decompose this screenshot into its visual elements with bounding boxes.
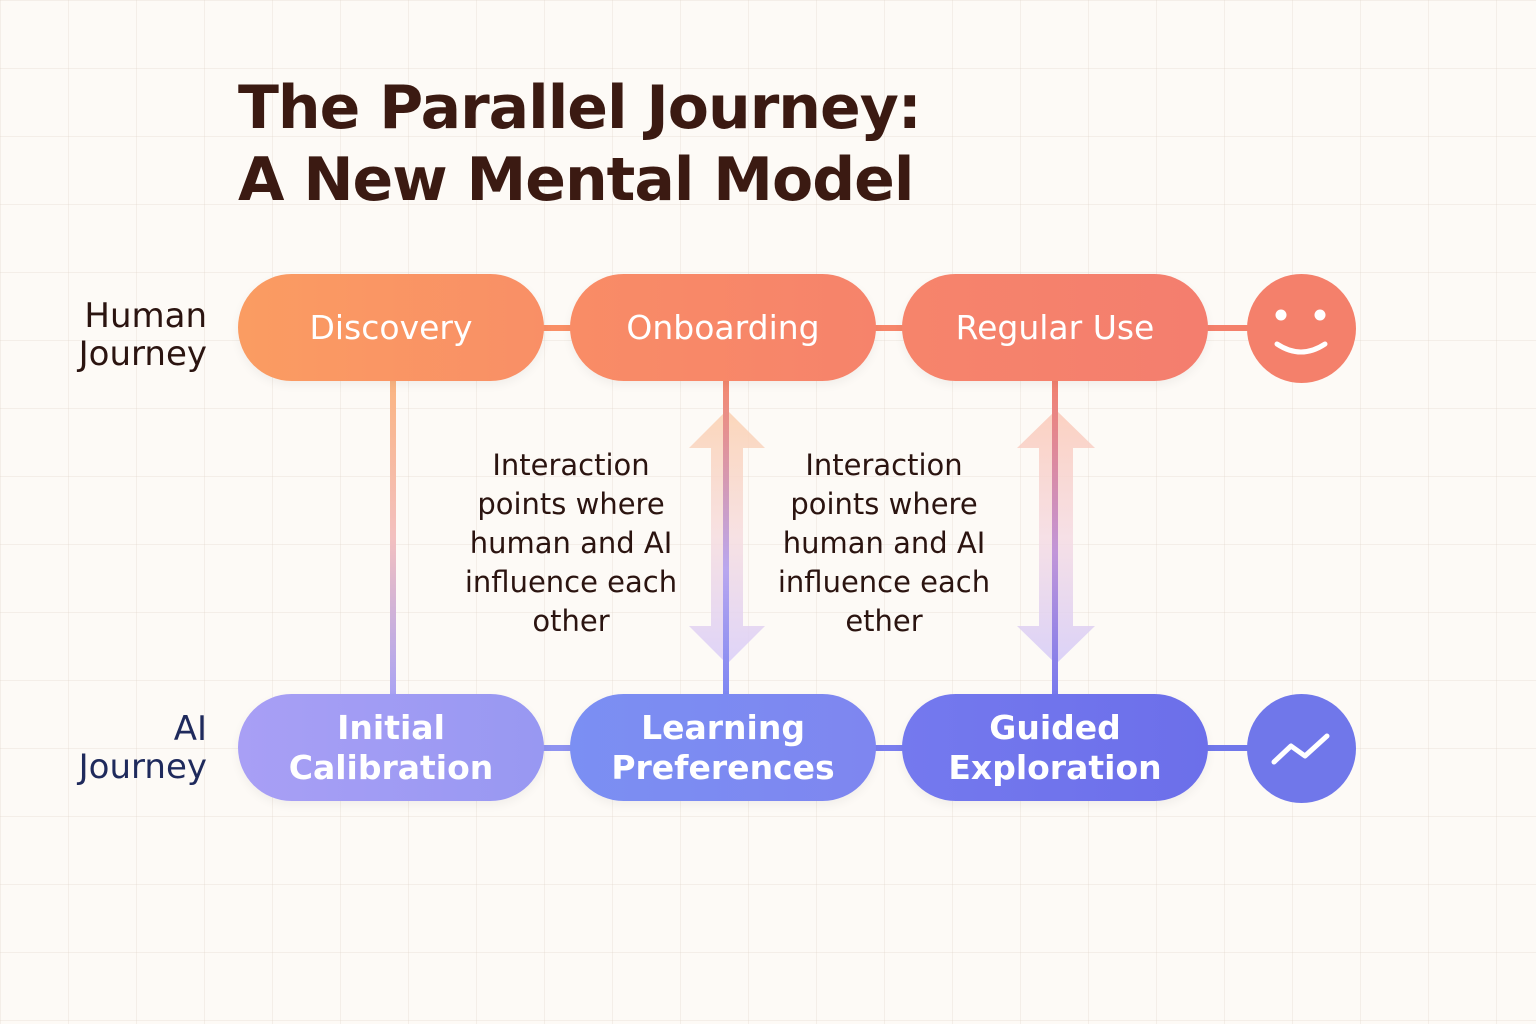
- vertical-link-2: [723, 376, 729, 698]
- diagram-title: The Parallel Journey: A New Mental Model: [238, 72, 922, 216]
- ai-connector-1: [540, 745, 574, 751]
- ai-journey-label: AI Journey: [79, 710, 207, 786]
- human-connector-1: [540, 325, 574, 331]
- note-line: points where: [477, 487, 665, 521]
- note-line: other: [532, 604, 610, 638]
- stage-label-line-2: Calibration: [288, 747, 494, 787]
- trend-line-icon: [1271, 733, 1330, 765]
- title-line-1: The Parallel Journey:: [238, 73, 922, 143]
- stage-label-line-2: Preferences: [611, 747, 835, 787]
- human-label-line-2: Journey: [78, 334, 207, 374]
- stage-label-line-1: Guided: [989, 707, 1121, 747]
- human-connector-3: [1206, 325, 1250, 331]
- ai-stage-learning-preferences: Learning Preferences: [570, 694, 876, 801]
- stage-label: Discovery: [309, 307, 473, 347]
- title-line-2: A New Mental Model: [238, 145, 914, 215]
- human-journey-label: Human Journey: [79, 297, 207, 373]
- vertical-link-3: [1052, 376, 1058, 698]
- stage-label-line-1: Initial: [337, 707, 445, 747]
- note-line: Interaction: [805, 448, 963, 482]
- stage-label-line-2: Exploration: [948, 747, 1162, 787]
- ai-connector-3: [1206, 745, 1250, 751]
- human-stage-onboarding: Onboarding: [570, 274, 876, 381]
- ai-outcome-circle: [1247, 694, 1356, 803]
- note-line: influence each: [777, 565, 991, 599]
- note-line: ether: [845, 604, 923, 638]
- note-line: influence each: [464, 565, 678, 599]
- note-line: points where: [790, 487, 978, 521]
- ai-connector-2: [874, 745, 906, 751]
- human-stage-discovery: Discovery: [238, 274, 544, 381]
- ai-label-line-1: AI: [173, 709, 207, 749]
- stage-label: Regular Use: [955, 307, 1155, 347]
- smiley-face-icon: [1274, 309, 1328, 355]
- note-line: Interaction: [492, 448, 650, 482]
- human-outcome-circle: [1247, 274, 1356, 383]
- human-connector-2: [874, 325, 906, 331]
- human-label-line-1: Human: [84, 296, 207, 336]
- interaction-note-2: Interaction points where human and AI in…: [764, 446, 1004, 641]
- note-line: human and AI: [469, 526, 673, 560]
- stage-label: Onboarding: [626, 307, 820, 347]
- ai-label-line-2: Journey: [78, 747, 207, 787]
- interaction-note-1: Interaction points where human and AI in…: [451, 446, 691, 641]
- human-stage-regular-use: Regular Use: [902, 274, 1208, 381]
- ai-stage-guided-exploration: Guided Exploration: [902, 694, 1208, 801]
- ai-stage-initial-calibration: Initial Calibration: [238, 694, 544, 801]
- vertical-link-1: [390, 376, 396, 698]
- note-line: human and AI: [782, 526, 986, 560]
- stage-label-line-1: Learning: [641, 707, 805, 747]
